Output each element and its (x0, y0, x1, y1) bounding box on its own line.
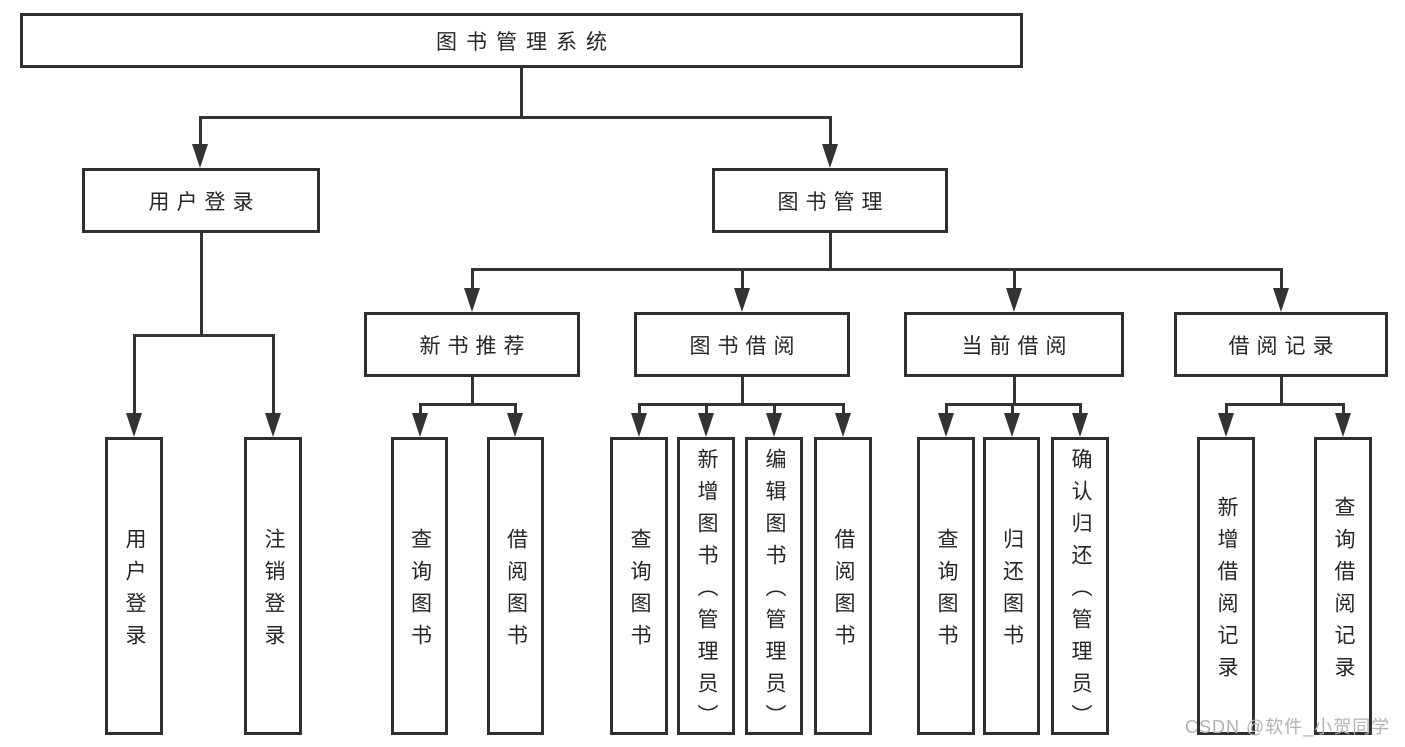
connector-vline (199, 116, 202, 148)
connector-vline (1079, 403, 1082, 417)
connector-vline (1225, 403, 1228, 417)
connector-vline (471, 377, 474, 406)
leaf-label: 新增借阅记录 (1215, 495, 1238, 688)
arrow-down-icon (938, 413, 954, 437)
leaf-label: 归还图书 (1000, 527, 1024, 656)
connector-vline (419, 403, 422, 417)
connector-hline (1225, 403, 1344, 406)
connector-vline (741, 268, 744, 292)
arrow-down-icon (1072, 413, 1088, 437)
leaf-label: 借阅图书 (832, 527, 855, 656)
arrow-down-icon (412, 413, 428, 437)
leaf-query-books-borrow: 查询图书 (610, 437, 668, 735)
connector-vline (1013, 268, 1016, 292)
leaf-label: 查询图书 (408, 527, 432, 656)
node-book-management: 图书管理 (712, 168, 948, 233)
arrow-down-icon (835, 413, 851, 437)
connector-vline (842, 403, 845, 417)
arrow-down-icon (822, 144, 838, 168)
csdn-watermark: CSDN @软件_小贺同学 (1185, 717, 1391, 737)
connector-hline (199, 116, 832, 119)
connector-hline (133, 334, 274, 337)
leaf-label: 用户登录 (123, 527, 146, 656)
connector-vline (272, 334, 275, 418)
leaf-confirm-return-admin: 确认归还（管理员） (1051, 437, 1109, 736)
arrow-down-icon (1006, 288, 1022, 312)
leaf-return-book: 归还图书 (983, 437, 1040, 735)
connector-vline (1280, 268, 1283, 292)
arrow-down-icon (192, 144, 208, 168)
connector-vline (471, 268, 474, 292)
arrow-down-icon (126, 413, 142, 437)
leaf-label: 编辑图书（管理员） (763, 447, 786, 736)
arrow-down-icon (265, 413, 281, 437)
leaf-label: 新增图书（管理员） (695, 447, 718, 736)
arrow-down-icon (507, 413, 523, 437)
node-borrow-records: 借阅记录 (1174, 312, 1388, 377)
connector-vline (1280, 377, 1283, 406)
leaf-label: 查询借阅记录 (1332, 495, 1355, 688)
connector-vline (1342, 403, 1345, 417)
connector-vline (829, 233, 832, 271)
leaf-query-books-current: 查询图书 (917, 437, 975, 735)
arrow-down-icon (1218, 413, 1234, 437)
leaf-borrow-books-recommend: 借阅图书 (487, 437, 544, 735)
leaf-label: 借阅图书 (504, 527, 528, 656)
leaf-label: 查询图书 (628, 527, 651, 656)
node-current-borrow: 当前借阅 (904, 312, 1124, 377)
leaf-user-login: 用户登录 (105, 437, 163, 735)
leaf-label: 查询图书 (935, 527, 958, 656)
connector-hline (419, 403, 516, 406)
leaf-edit-book-admin: 编辑图书（管理员） (745, 437, 803, 736)
connector-vline (638, 403, 641, 417)
connector-vline (945, 403, 948, 417)
leaf-add-borrow-record: 新增借阅记录 (1197, 437, 1255, 735)
connector-vline (829, 116, 832, 148)
node-book-borrow: 图书借阅 (634, 312, 850, 377)
connector-vline (514, 403, 517, 417)
connector-vline (133, 334, 136, 418)
arrow-down-icon (734, 288, 750, 312)
connector-vline (200, 233, 203, 336)
node-new-book-recommend: 新书推荐 (364, 312, 580, 377)
connector-vline (520, 68, 523, 118)
arrow-down-icon (1335, 413, 1351, 437)
leaf-query-borrow-record: 查询借阅记录 (1314, 437, 1372, 735)
node-library-management-system: 图书管理系统 (20, 13, 1023, 68)
leaf-query-books-recommend: 查询图书 (391, 437, 448, 735)
connector-vline (773, 403, 776, 417)
leaf-add-book-admin: 新增图书（管理员） (677, 437, 735, 736)
leaf-label: 确认归还（管理员） (1069, 447, 1092, 736)
connector-hline (638, 403, 844, 406)
node-user-login: 用户登录 (82, 168, 320, 233)
leaf-label: 注销登录 (262, 527, 285, 656)
arrow-down-icon (1004, 413, 1020, 437)
connector-vline (1011, 403, 1014, 417)
arrow-down-icon (766, 413, 782, 437)
arrow-down-icon (464, 288, 480, 312)
leaf-borrow-books: 借阅图书 (814, 437, 872, 735)
connector-vline (741, 377, 744, 406)
connector-vline (1013, 377, 1016, 406)
arrow-down-icon (631, 413, 647, 437)
arrow-down-icon (1273, 288, 1289, 312)
connector-hline (471, 268, 1282, 271)
connector-vline (705, 403, 708, 417)
arrow-down-icon (698, 413, 714, 437)
leaf-logout: 注销登录 (244, 437, 302, 735)
